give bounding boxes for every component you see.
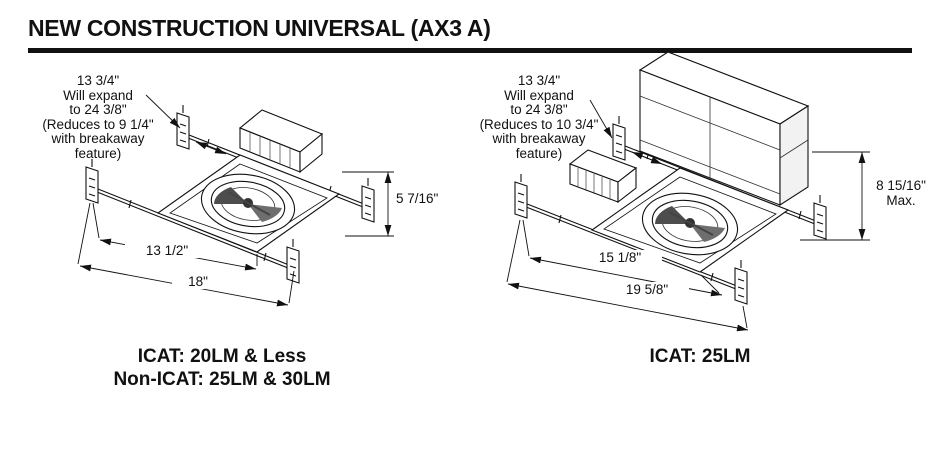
- nail-bracket: [514, 174, 528, 219]
- note-line: with breakaway: [51, 131, 145, 146]
- right-fixture-drawing: [506, 51, 870, 332]
- left-caption: ICAT: 20LM & Less Non-ICAT: 25LM & 30LM: [60, 345, 384, 391]
- left-expand-note: 13 3/4" Will expand to 24 3/8" (Reduces …: [28, 73, 168, 161]
- left-frame-width-dimension-label: 13 1/2": [125, 243, 209, 258]
- left-height-dimension-label: 5 7/16": [394, 191, 441, 206]
- title-underline: [28, 48, 912, 53]
- icat-housing-box: [638, 51, 810, 207]
- note-line: to 24 3/8": [510, 102, 568, 117]
- trim-ring: [641, 192, 739, 256]
- right-frame-width-dimension-label: 15 1/8": [578, 250, 662, 265]
- junction-box: [568, 149, 638, 204]
- right-expand-note: 13 3/4" Will expand to 24 3/8" (Reduces …: [465, 73, 613, 161]
- nail-bracket: [813, 195, 827, 240]
- right-caption-line-1: ICAT: 25LM: [649, 346, 751, 367]
- note-line: to 24 3/8": [69, 102, 127, 117]
- note-line: (Reduces to 10 3/4": [479, 116, 599, 132]
- trim-ring: [200, 173, 296, 235]
- right-height-dimension-value: 8 15/16": [876, 178, 926, 193]
- right-dimension-lines: [506, 99, 870, 332]
- note-line: Will expand: [504, 87, 574, 103]
- nail-bracket: [361, 178, 375, 223]
- nail-bracket: [85, 159, 99, 204]
- note-line: with breakaway: [492, 131, 586, 146]
- note-line: feature): [515, 145, 563, 161]
- back-hanger-bar: [176, 105, 375, 223]
- right-caption: ICAT: 25LM: [558, 345, 842, 368]
- left-overall-width-dimension-label: 18": [172, 274, 224, 289]
- right-overall-width-dimension-label: 19 5/8": [605, 282, 689, 297]
- page-title: NEW CONSTRUCTION UNIVERSAL (AX3 A): [28, 15, 491, 41]
- note-line: feature): [74, 145, 122, 161]
- nail-bracket: [612, 116, 626, 161]
- left-fixture-drawing: [77, 94, 394, 307]
- note-line: 13 3/4": [517, 73, 561, 88]
- nail-bracket: [734, 260, 748, 305]
- note-line: Will expand: [63, 87, 133, 103]
- nail-bracket: [176, 105, 190, 150]
- note-line: (Reduces to 9 1/4": [42, 116, 154, 132]
- right-height-dimension-qualifier: Max.: [886, 193, 916, 208]
- left-caption-line-2: Non-ICAT: 25LM & 30LM: [113, 369, 331, 390]
- right-height-dimension-label: 8 15/16" Max.: [866, 178, 936, 208]
- left-caption-line-1: ICAT: 20LM & Less: [137, 346, 307, 367]
- junction-box: [238, 109, 324, 174]
- note-line: 13 3/4": [76, 73, 120, 88]
- front-hanger-bar: [85, 159, 300, 284]
